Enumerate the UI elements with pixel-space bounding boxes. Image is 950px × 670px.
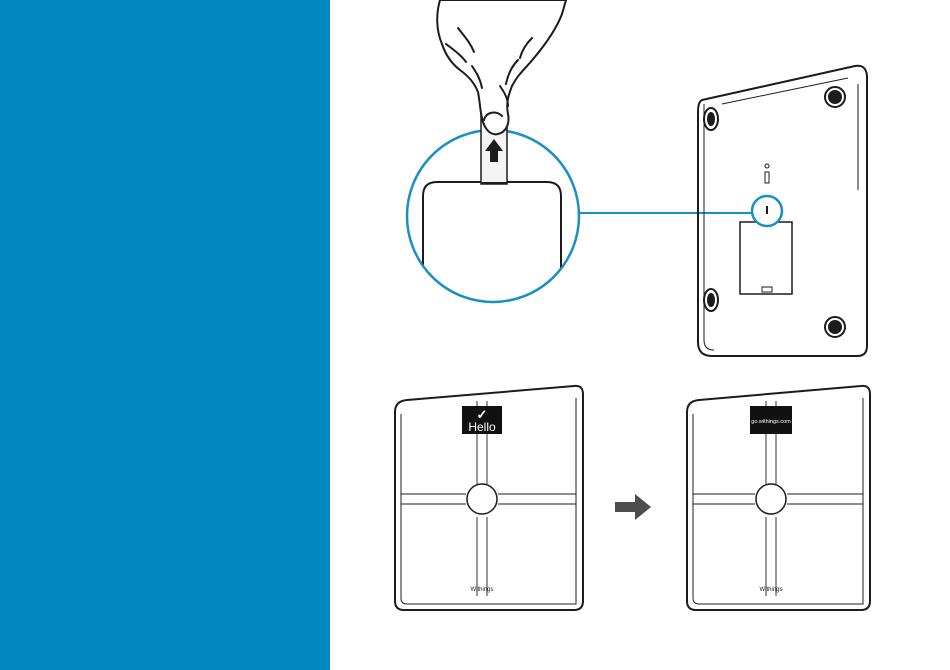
hand-pulling-tab-icon	[437, 0, 566, 134]
scale-foot-top-left	[704, 108, 718, 130]
display-text: go.withings.com	[751, 419, 791, 425]
center-button	[756, 484, 786, 514]
brand-label: Withings	[759, 587, 782, 593]
battery-tab-callout	[407, 130, 758, 302]
scale-foot-bottom-right	[825, 317, 845, 337]
battery-compartment	[740, 222, 792, 294]
scale-url-view: go.withings.com Withings	[687, 386, 870, 610]
setup-illustration: ✓ Hello Withings go.withings.com Withing…	[330, 0, 950, 670]
scale-foot-top-right	[825, 87, 845, 107]
scale-hello-view: ✓ Hello Withings	[395, 386, 583, 610]
arrow-right-icon	[615, 494, 651, 520]
display-text: Hello	[468, 420, 496, 434]
center-button	[467, 484, 497, 514]
blue-side-panel	[0, 0, 330, 670]
brand-label: Withings	[470, 587, 493, 593]
scale-foot-bottom-left	[704, 289, 718, 311]
